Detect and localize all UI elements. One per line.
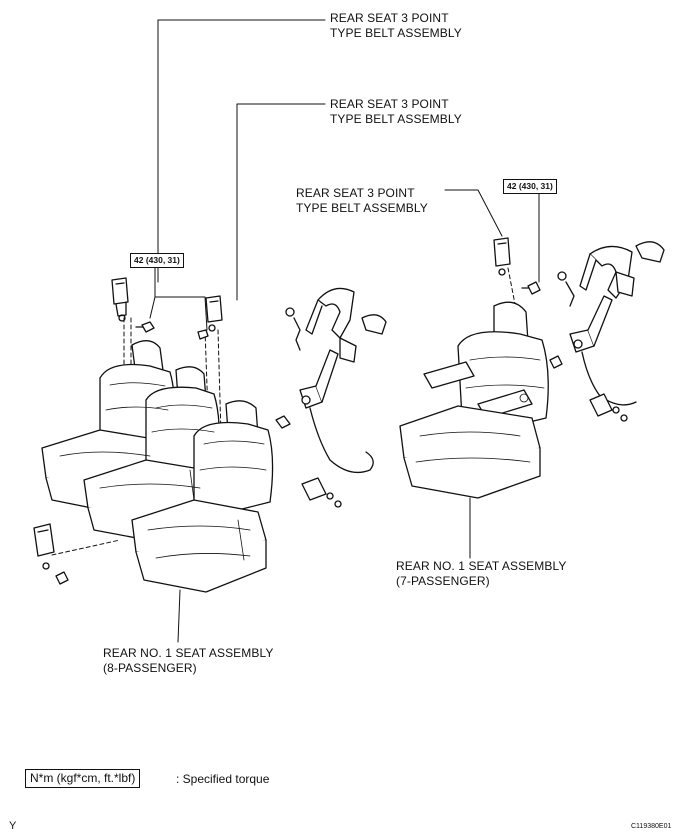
bolt-left-lower <box>55 571 69 585</box>
legend-specified-torque: : Specified torque <box>176 772 270 786</box>
legend-torque-unit-box: N*m (kgf*cm, ft.*lbf) <box>25 769 141 788</box>
leader-lines <box>149 19 540 643</box>
bolt-left-1 <box>135 321 155 333</box>
seat-8-passenger-details <box>59 382 267 561</box>
label-belt-assembly-2: REAR SEAT 3 POINT TYPE BELT ASSEMBLY <box>330 97 462 126</box>
label-seat-7-passenger: REAR NO. 1 SEAT ASSEMBLY (7-PASSENGER) <box>396 559 567 588</box>
belt-retractor-middle <box>275 287 387 508</box>
label-seat-8-passenger: REAR NO. 1 SEAT ASSEMBLY (8-PASSENGER) <box>103 646 274 675</box>
buckle-right <box>493 237 511 276</box>
footer-code-left: Y <box>9 820 17 832</box>
belt-retractor-right <box>549 241 665 422</box>
bolt-left-2 <box>197 329 209 340</box>
buckle-left-1 <box>111 277 129 322</box>
seat-7-passenger <box>399 301 549 499</box>
label-belt-assembly-3: REAR SEAT 3 POINT TYPE BELT ASSEMBLY <box>296 186 428 215</box>
torque-spec-left: 42 (430, 31) <box>130 253 184 268</box>
seat-7-passenger-details <box>415 356 545 463</box>
buckle-left-lower <box>33 523 55 570</box>
footer-figure-id: C119380E01 <box>631 823 672 830</box>
label-belt-assembly-1: REAR SEAT 3 POINT TYPE BELT ASSEMBLY <box>330 11 462 40</box>
torque-spec-right: 42 (430, 31) <box>503 179 557 194</box>
seat-8-passenger <box>41 340 274 593</box>
buckle-left-2 <box>205 295 223 332</box>
bolt-right <box>521 281 541 295</box>
